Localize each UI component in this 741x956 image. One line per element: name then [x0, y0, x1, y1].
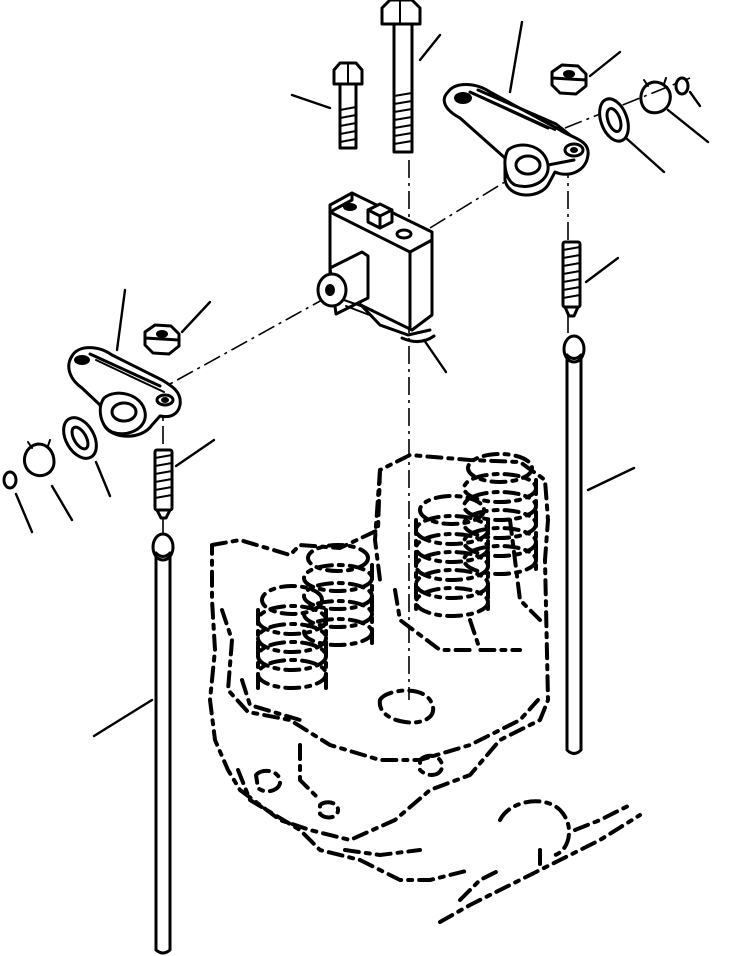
callout-leaders: [16, 22, 708, 736]
washer-right: [594, 95, 633, 145]
callout-leader-push-rod-right: [588, 468, 634, 490]
callout-leader-rocker-arm-right: [510, 22, 522, 92]
callout-leader-washer-left: [96, 462, 110, 496]
rocker-arm-right: [444, 85, 588, 196]
push-rod-left: [153, 534, 173, 953]
lock-nut-right: [552, 65, 586, 94]
callout-leader-rocker-arm-left: [117, 290, 125, 350]
rocker-arm-left: [69, 348, 180, 437]
callout-leader-bolt-long: [420, 35, 440, 60]
valve-spring-rear-right: [464, 454, 536, 575]
callout-leader-adjusting-screw-left: [176, 440, 214, 466]
callout-leader-end-clip-right: [690, 92, 700, 106]
bolt-long: [382, 0, 420, 152]
valve-spring-rear-left: [304, 545, 372, 650]
callout-leader-rocker-shaft-support: [424, 340, 446, 372]
callout-leader-adjusting-screw-right: [586, 258, 618, 282]
head-lower-edge-phantom: [440, 801, 640, 922]
lock-nut-left: [145, 325, 179, 354]
callout-leader-lock-nut-left: [182, 302, 210, 332]
callout-leader-washer-right: [626, 138, 664, 172]
callout-leader-bolt-short: [292, 95, 330, 108]
bolt-short: [334, 63, 362, 148]
end-clip-left: [4, 472, 16, 488]
snap-ring-right: [641, 78, 670, 113]
callout-leader-push-rod-left: [94, 700, 152, 736]
callout-leader-snap-ring-left: [52, 486, 72, 520]
rocker-shaft-support: [318, 193, 434, 342]
washer-left: [57, 412, 103, 464]
callout-leader-end-clip-left: [16, 494, 32, 532]
callout-leader-lock-nut-right: [590, 52, 620, 76]
push-rod-right: [564, 336, 584, 754]
valve-spring-front-left: [258, 586, 326, 690]
end-clip-right: [676, 78, 688, 94]
callout-leader-snap-ring-right: [668, 110, 708, 142]
adjusting-screw-right: [563, 242, 580, 316]
adjusting-screw-left: [155, 450, 172, 518]
snap-ring-left: [24, 440, 54, 476]
